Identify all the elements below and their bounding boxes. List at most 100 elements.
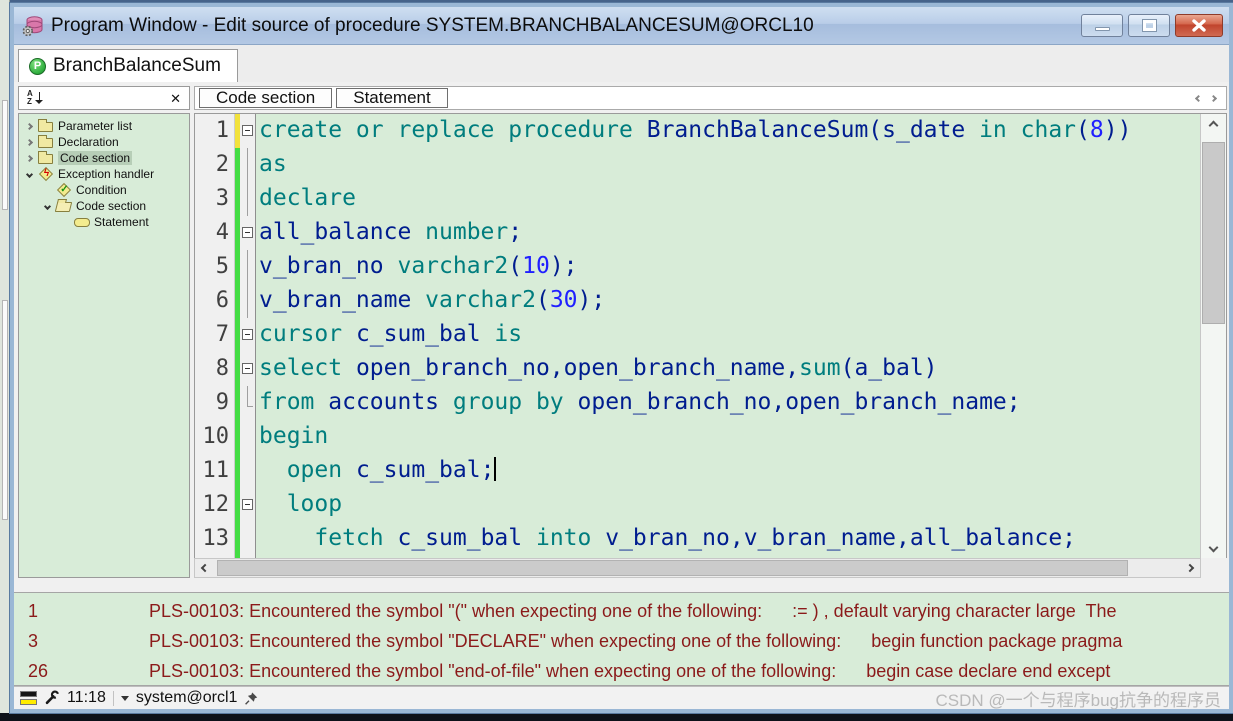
- code-text: select open_branch_no,open_branch_name,s…: [259, 355, 938, 381]
- code-line[interactable]: 10 begin: [195, 420, 1200, 454]
- line-number[interactable]: 2: [195, 148, 235, 182]
- expander-collapsed-icon[interactable]: [23, 154, 35, 162]
- line-number[interactable]: 6: [195, 284, 235, 318]
- fold-toggle-icon[interactable]: [240, 216, 256, 250]
- fold-toggle-icon[interactable]: [240, 488, 256, 522]
- code-text: as: [259, 151, 287, 177]
- maximize-button[interactable]: [1128, 14, 1170, 37]
- scroll-left-icon[interactable]: [195, 559, 215, 577]
- code-text: begin: [259, 423, 329, 449]
- code-line[interactable]: 13 fetch c_sum_bal into v_bran_no,v_bran…: [195, 522, 1200, 556]
- line-number[interactable]: 10: [195, 420, 235, 454]
- session-name[interactable]: system@orcl1: [135, 689, 238, 706]
- code-text: v_bran_name varchar2(30);: [259, 287, 606, 313]
- expander-expanded-icon[interactable]: [41, 202, 53, 210]
- text-caret: [494, 456, 497, 481]
- code-line[interactable]: 2 as: [195, 148, 1200, 182]
- expander-collapsed-icon[interactable]: [23, 138, 35, 146]
- fold-guide: [240, 250, 256, 284]
- line-number[interactable]: 13: [195, 522, 235, 556]
- expander-expanded-icon[interactable]: [23, 170, 35, 178]
- tab-code-section[interactable]: Code section: [199, 88, 333, 108]
- line-number[interactable]: 12: [195, 488, 235, 522]
- line-number[interactable]: 11: [195, 454, 235, 488]
- sort-az-icon[interactable]: A Z: [27, 90, 45, 106]
- line-number[interactable]: 3: [195, 182, 235, 216]
- scroll-tabs-right-icon[interactable]: [1209, 94, 1218, 102]
- change-bar: [235, 216, 240, 250]
- line-number[interactable]: 1: [195, 114, 235, 148]
- tree-item-declaration[interactable]: Declaration: [19, 134, 189, 150]
- maximize-icon: [1142, 20, 1156, 31]
- tab-scroll-arrows: [1194, 94, 1222, 102]
- expander-collapsed-icon[interactable]: [23, 122, 35, 130]
- tree-item-label: Parameter list: [58, 119, 133, 133]
- tree-item-label: Statement: [94, 215, 149, 229]
- tab-statement[interactable]: Statement: [336, 88, 448, 108]
- scroll-down-icon[interactable]: [1201, 536, 1226, 558]
- close-icon: [1192, 19, 1206, 32]
- scroll-right-icon[interactable]: [1180, 559, 1200, 577]
- code-line[interactable]: 12 loop: [195, 488, 1200, 522]
- line-number[interactable]: 8: [195, 352, 235, 386]
- pin-icon[interactable]: [244, 691, 259, 706]
- horizontal-scroll-thumb[interactable]: [217, 560, 1128, 576]
- line-number[interactable]: 5: [195, 250, 235, 284]
- change-bar: [235, 114, 240, 148]
- tab-branchbalancesum[interactable]: P BranchBalanceSum: [18, 49, 238, 82]
- session-dropdown-icon[interactable]: [120, 695, 129, 701]
- titlebar[interactable]: Program Window - Edit source of procedur…: [14, 7, 1229, 45]
- horizontal-scrollbar[interactable]: [194, 558, 1201, 578]
- scroll-tabs-left-icon[interactable]: [1194, 94, 1203, 102]
- line-number[interactable]: 4: [195, 216, 235, 250]
- fold-toggle-icon[interactable]: [240, 352, 256, 386]
- program-window: Program Window - Edit source of procedur…: [9, 2, 1233, 714]
- line-number[interactable]: 7: [195, 318, 235, 352]
- tree-item-statement[interactable]: Statement: [19, 214, 189, 230]
- tree-item-condition[interactable]: ✓Condition: [19, 182, 189, 198]
- folder-icon: [38, 135, 55, 149]
- code-line[interactable]: 6 v_bran_name varchar2(30);: [195, 284, 1200, 318]
- close-panel-icon[interactable]: ✕: [170, 90, 181, 106]
- fold-toggle-icon[interactable]: [240, 114, 256, 148]
- splitter[interactable]: [14, 580, 1229, 592]
- statusbar: 11:18 system@orcl1 CSDN @一个与程序bug抗争的程序员: [14, 686, 1229, 710]
- vertical-scrollbar[interactable]: [1200, 114, 1226, 558]
- vertical-scroll-thumb[interactable]: [1202, 142, 1225, 324]
- wrench-icon: [45, 690, 60, 705]
- change-bar: [235, 420, 240, 454]
- code-line[interactable]: 3 declare: [195, 182, 1200, 216]
- background-window-edge: [0, 0, 10, 714]
- fold-guide: [240, 386, 256, 420]
- code-line[interactable]: 11 open c_sum_bal;: [195, 454, 1200, 488]
- change-bar: [235, 250, 240, 284]
- background-fragment: [2, 300, 8, 520]
- gutter-filler: [195, 556, 1200, 558]
- minimize-button[interactable]: [1081, 14, 1123, 37]
- tree-item-parameter-list[interactable]: Parameter list: [19, 118, 189, 134]
- tree-item-code-section[interactable]: Code section: [19, 198, 189, 214]
- fold-toggle-icon[interactable]: [240, 318, 256, 352]
- tree-item-code-section[interactable]: Code section: [19, 150, 189, 166]
- background-fragment: [2, 100, 8, 210]
- code-line[interactable]: 8 select open_branch_no,open_branch_name,…: [195, 352, 1200, 386]
- window-title: Program Window - Edit source of procedur…: [51, 14, 814, 36]
- watermark: CSDN @一个与程序bug抗争的程序员: [935, 690, 1221, 710]
- scroll-up-icon[interactable]: [1201, 114, 1226, 136]
- fold-guide: [240, 284, 256, 318]
- code-text: declare: [259, 185, 356, 211]
- close-button[interactable]: [1175, 14, 1223, 37]
- line-number[interactable]: 9: [195, 386, 235, 420]
